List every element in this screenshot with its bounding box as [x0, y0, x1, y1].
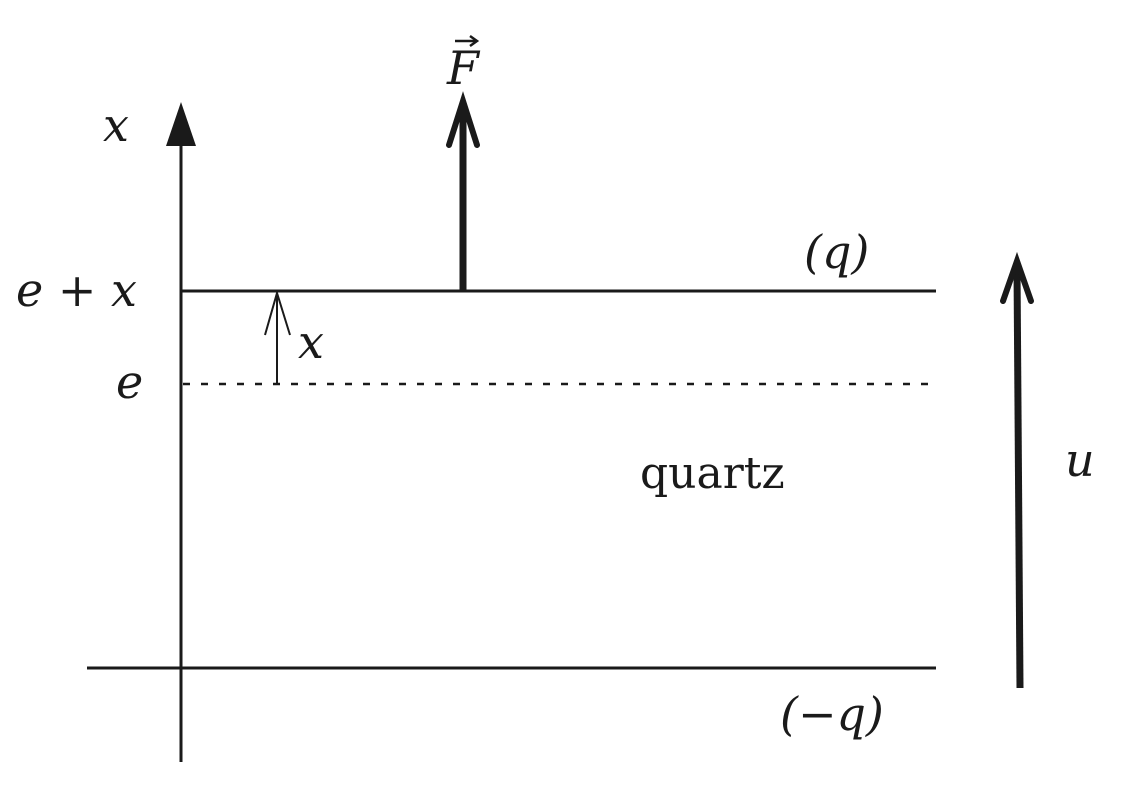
bottom-charge-label: (−q) [780, 687, 884, 741]
material-label: quartz [640, 448, 785, 499]
x-axis-arrowhead [166, 102, 196, 146]
voltage-arrow-shaft [1013, 267, 1024, 689]
vector-arrow-icon [455, 34, 480, 48]
top-charge-label: (q) [804, 225, 869, 279]
displacement-arrowhead [264, 289, 291, 336]
x-axis-label: x [103, 98, 129, 152]
voltage-arrowhead [1000, 251, 1034, 304]
top-level-label: e + x [16, 263, 137, 317]
displacement-label: x [298, 315, 324, 369]
force-arrowhead [446, 91, 480, 148]
force-label: F [446, 41, 481, 95]
voltage-label: u [1065, 433, 1095, 487]
rest-level-label: e [116, 355, 143, 409]
